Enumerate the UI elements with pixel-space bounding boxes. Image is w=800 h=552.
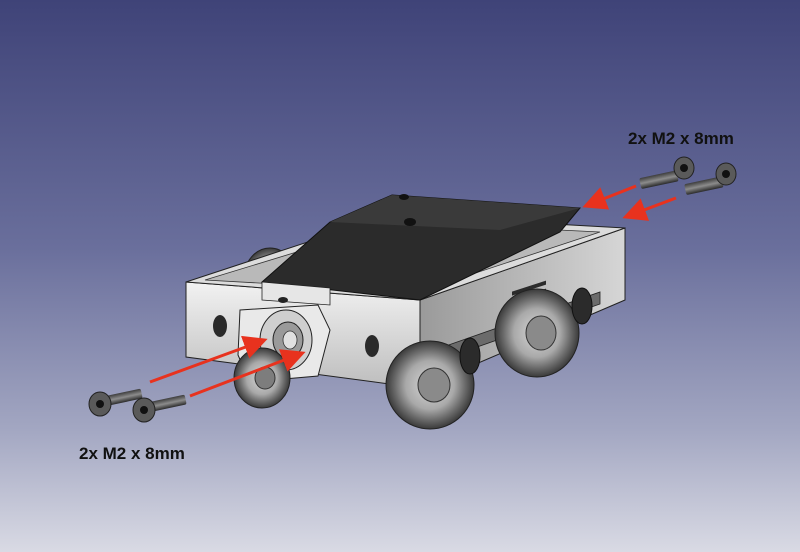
screw-bottom-2 [132,394,187,423]
axle-pins [459,287,593,375]
wheel-front-center [385,340,475,430]
arrows [149,184,677,398]
arrow-icon [622,196,677,221]
arrow-icon [582,184,637,210]
wheel-front-right [494,288,580,378]
screw-spec-label-top: 2x M2 x 8mm [628,129,734,148]
screw-bottom-1 [88,388,143,417]
arrow-icon [189,349,306,398]
screw-top-2 [684,162,737,195]
top-cover [260,194,582,306]
arrow-icon [149,335,268,384]
screw-top-1 [639,156,695,189]
wheel-front-left [233,347,291,409]
screw-spec-label-bottom: 2x M2 x 8mm [79,444,185,463]
